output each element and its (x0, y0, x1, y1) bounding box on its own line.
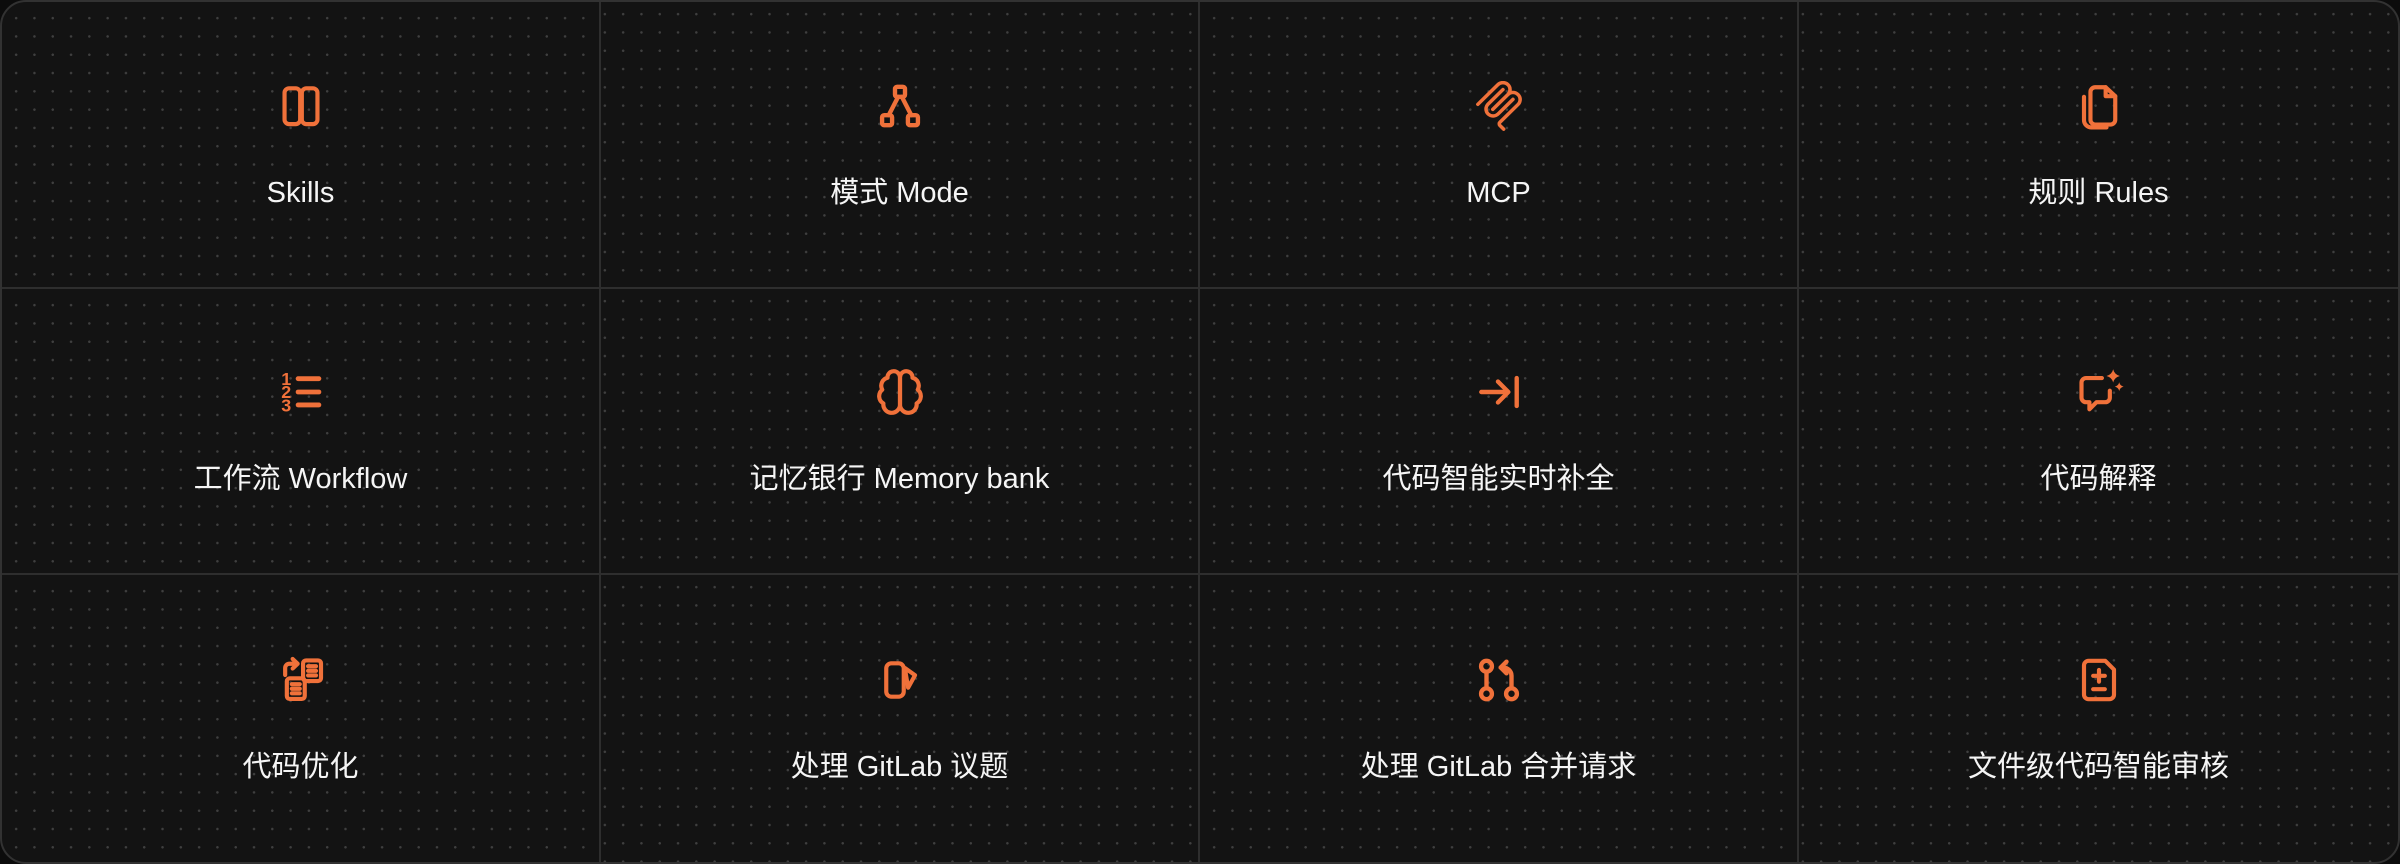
brain-icon (875, 367, 925, 417)
feature-label: 文件级代码智能审核 (1967, 750, 2229, 783)
feature-label: 处理 GitLab 议题 (790, 750, 1009, 783)
svg-text:2: 2 (281, 383, 291, 403)
chat-sparkle-icon (2074, 367, 2124, 417)
svg-text:1: 1 (281, 369, 291, 389)
feature-label: 工作流 Workflow (193, 463, 408, 496)
feature-card-gitlab-merge-request[interactable]: 处理 GitLab 合并请求 (1200, 575, 1799, 862)
feature-card-rules[interactable]: 规则 Rules (1799, 2, 2398, 289)
files-copy-icon (2074, 81, 2124, 131)
feature-label: 代码解释 (2040, 463, 2157, 496)
issue-note-icon (875, 655, 925, 705)
open-book-icon (276, 81, 326, 131)
svg-text:3: 3 (281, 396, 291, 416)
feature-card-skills[interactable]: Skills (2, 2, 601, 289)
feature-label: Skills (266, 176, 335, 209)
feature-label: MCP (1466, 176, 1531, 209)
feature-label: 处理 GitLab 合并请求 (1360, 750, 1637, 783)
feature-label: 模式 Mode (830, 176, 969, 209)
file-diff-icon (2074, 655, 2124, 705)
feature-card-memory-bank[interactable]: 记忆银行 Memory bank (601, 288, 1200, 576)
feature-label: 代码智能实时补全 (1382, 463, 1615, 496)
arrow-right-to-line-icon (1474, 367, 1524, 417)
documents-transform-icon (276, 655, 326, 705)
feature-label: 记忆银行 Memory bank (749, 463, 1050, 496)
feature-label: 规则 Rules (2028, 176, 2169, 209)
feature-card-workflow[interactable]: 1 2 3 工作流 Workflow (2, 288, 601, 576)
feature-card-mode[interactable]: 模式 Mode (601, 2, 1200, 289)
numbered-list-icon: 1 2 3 (276, 367, 326, 417)
feature-card-mcp[interactable]: MCP (1200, 2, 1799, 289)
feature-card-code-completion[interactable]: 代码智能实时补全 (1200, 288, 1799, 576)
feature-card-code-optimize[interactable]: 代码优化 (2, 575, 601, 862)
feature-card-gitlab-issue[interactable]: 处理 GitLab 议题 (601, 575, 1200, 862)
hierarchy-icon (875, 81, 925, 131)
feature-card-code-explain[interactable]: 代码解释 (1799, 288, 2398, 576)
merge-request-icon (1474, 655, 1524, 705)
mcp-logo-icon (1474, 80, 1524, 131)
feature-label: 代码优化 (242, 750, 359, 783)
feature-card-file-review[interactable]: 文件级代码智能审核 (1799, 575, 2398, 862)
